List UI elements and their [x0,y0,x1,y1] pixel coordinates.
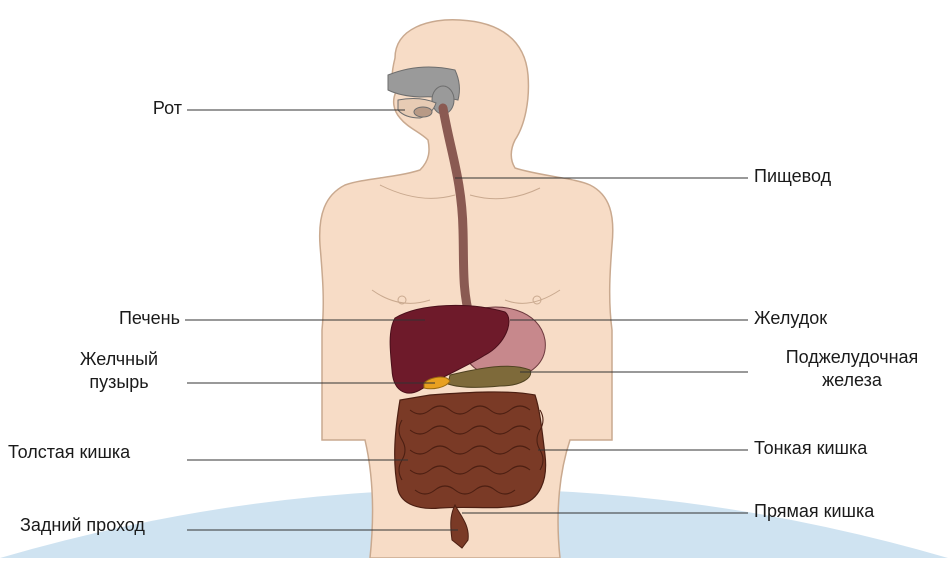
label-liver: Печень [80,307,180,329]
label-stomach: Желудок [754,307,827,329]
label-pancreas-line2: железа [758,369,946,391]
label-esophagus: Пищевод [754,165,831,187]
label-anus: Задний проход [20,514,145,536]
label-small-intestine: Тонкая кишка [754,437,867,459]
label-mouth: Рот [120,97,182,119]
label-large-intestine: Толстая кишка [8,441,130,463]
intestines [395,392,546,508]
label-rectum: Прямая кишка [754,500,874,522]
label-pancreas-line1: Поджелудочная [758,346,946,368]
label-gallbladder-line1: Желчный [64,348,174,370]
label-gallbladder-line2: пузырь [64,371,174,393]
tongue [414,107,432,117]
